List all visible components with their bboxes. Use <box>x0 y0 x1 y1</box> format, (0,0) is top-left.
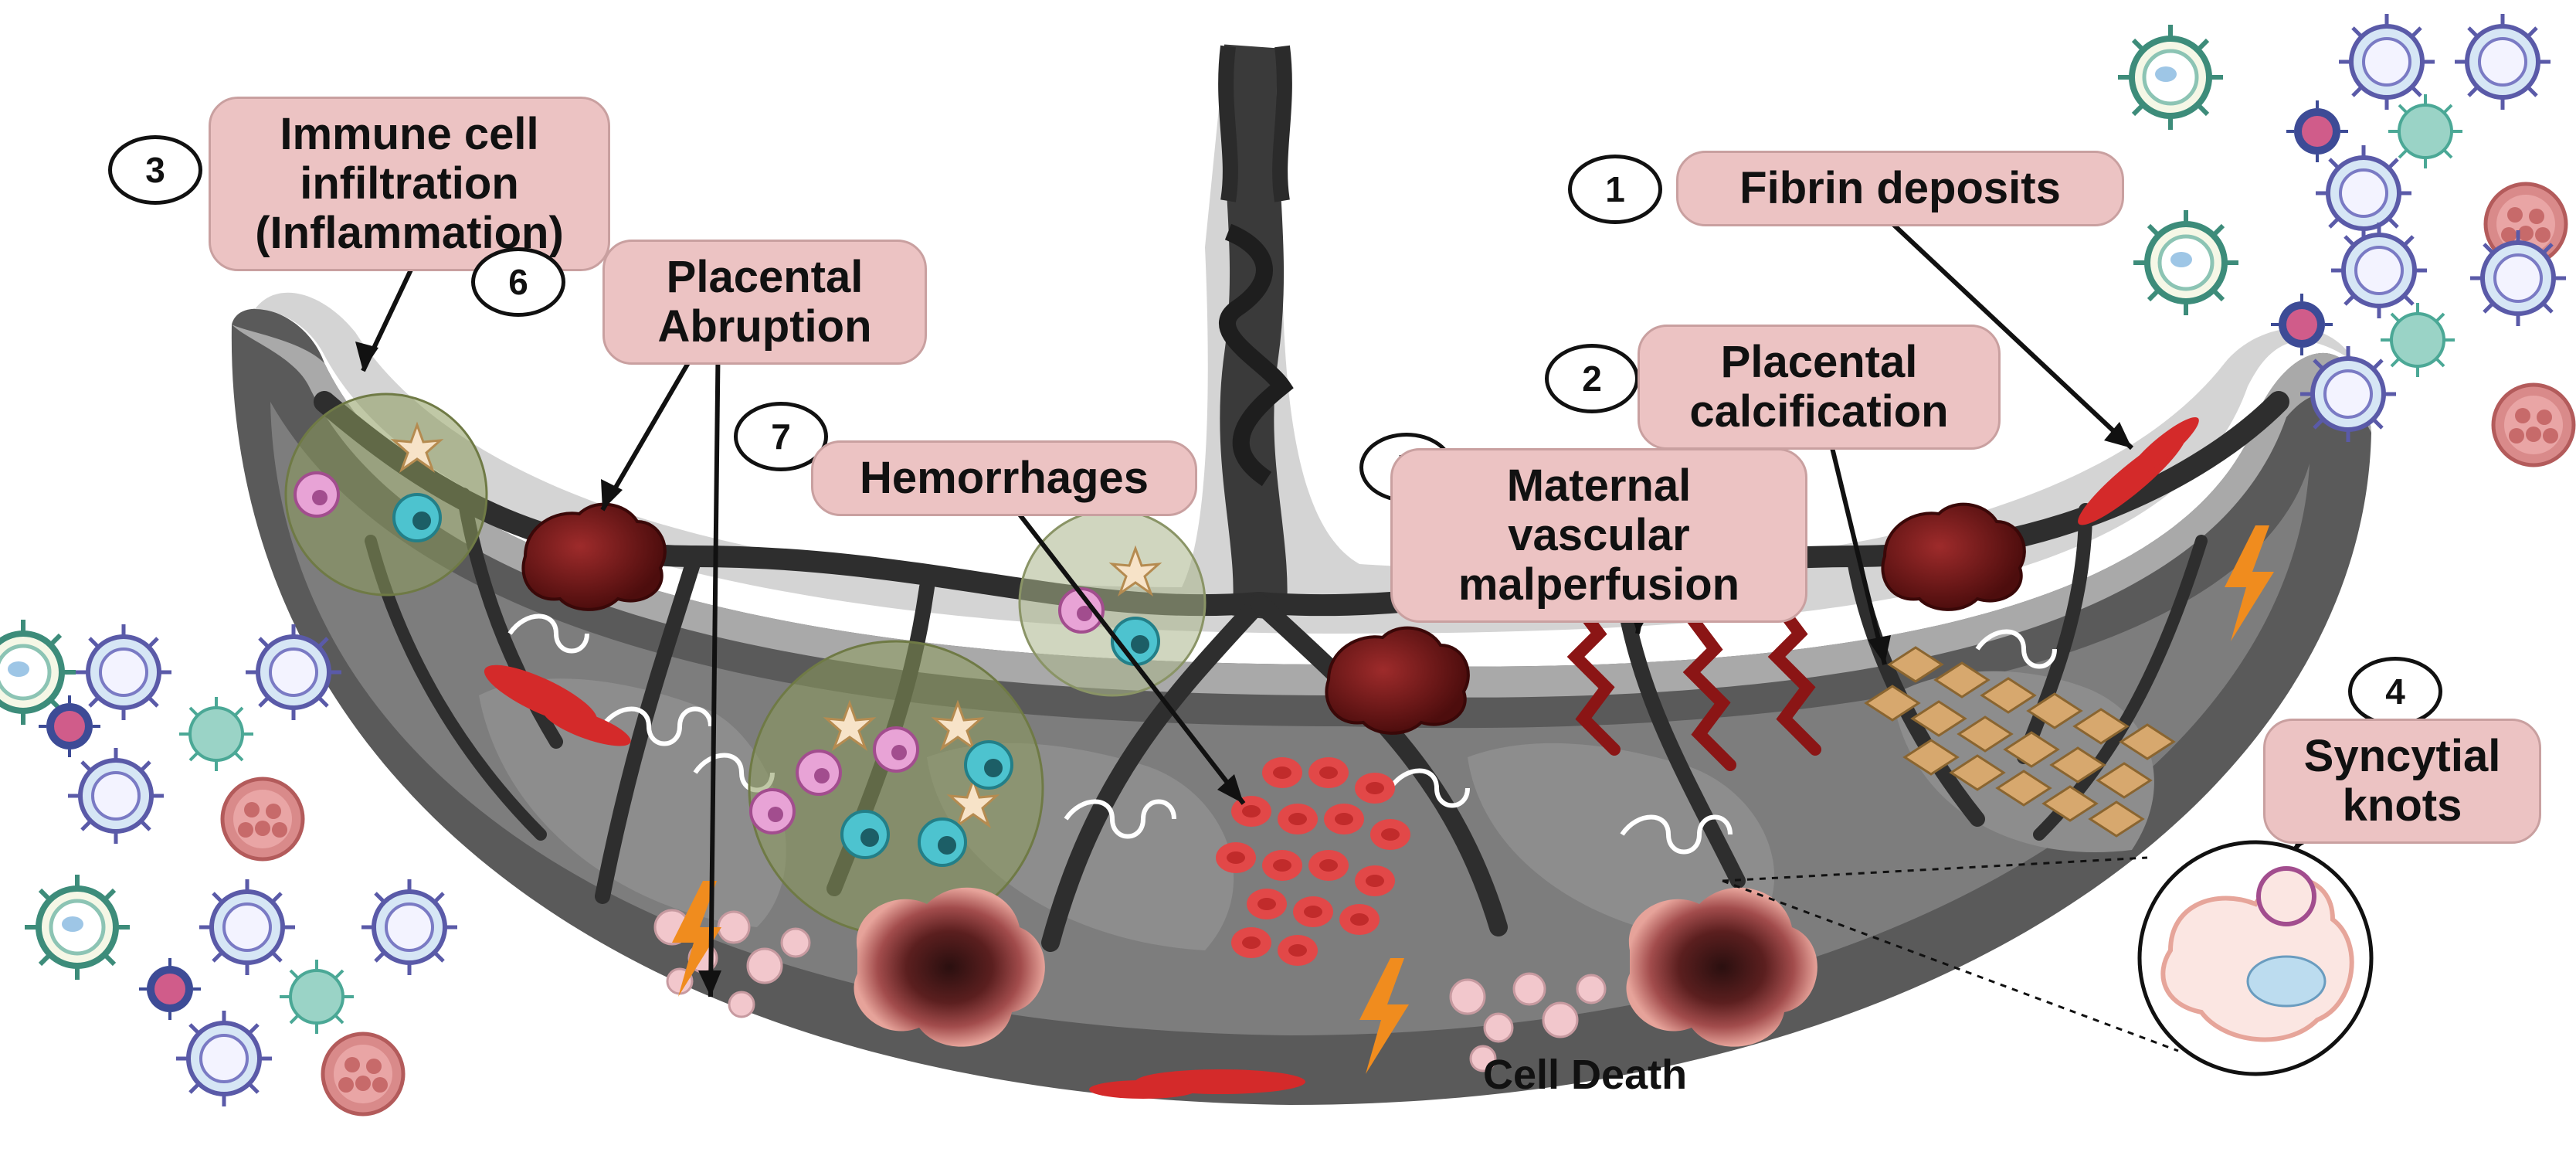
label-line: Hemorrhages <box>860 453 1149 503</box>
inflammation-cluster-center <box>748 640 1044 936</box>
label-number-3: 3 <box>108 135 202 205</box>
label-cell-death: Cell Death <box>1483 1052 1688 1098</box>
infarct-icon <box>854 887 1817 1047</box>
label-line: Syncytial <box>2303 731 2501 781</box>
label-line: infiltration <box>300 158 519 209</box>
label-number-6: 6 <box>471 247 565 317</box>
label-line: malperfusion <box>1458 559 1740 610</box>
cell-debris <box>653 909 1607 1072</box>
blood-clot-icon <box>1325 626 1470 735</box>
inflammation-cluster-left <box>284 393 488 596</box>
label-line: Placental <box>666 252 864 302</box>
label-immune-cell-infiltration: Immune cell infiltration (Inflammation) <box>209 97 610 271</box>
label-fibrin-deposits: Fibrin deposits <box>1676 151 2124 226</box>
label-line: Maternal <box>1506 461 1692 511</box>
inflammation-cluster-upper <box>1018 508 1207 697</box>
label-number-1: 1 <box>1568 155 1662 224</box>
label-hemorrhages: Hemorrhages <box>811 440 1197 516</box>
label-line: vascular <box>1508 510 1690 560</box>
label-line: Fibrin deposits <box>1739 163 2061 213</box>
hemorrhage-streaks <box>484 416 2199 1099</box>
label-placental-abruption: Placental Abruption <box>602 240 927 365</box>
label-line: calcification <box>1689 386 1949 437</box>
label-line: knots <box>2342 780 2462 831</box>
label-number-4: 4 <box>2348 657 2442 726</box>
maternal-vascular-malperfusion-vessels <box>1566 596 1821 771</box>
label-placental-calcification: Placental calcification <box>1638 325 2001 450</box>
label-syncytial-knots: Syncytial knots <box>2263 719 2541 844</box>
label-number-2: 2 <box>1545 344 1639 413</box>
label-line: Placental <box>1720 337 1918 387</box>
label-line: Immune cell <box>280 109 539 159</box>
label-maternal-vascular-malperfusion: Maternal vascular malperfusion <box>1390 448 1807 623</box>
label-line: Abruption <box>657 301 872 352</box>
syncytial-knot-icon <box>1722 840 2374 1076</box>
